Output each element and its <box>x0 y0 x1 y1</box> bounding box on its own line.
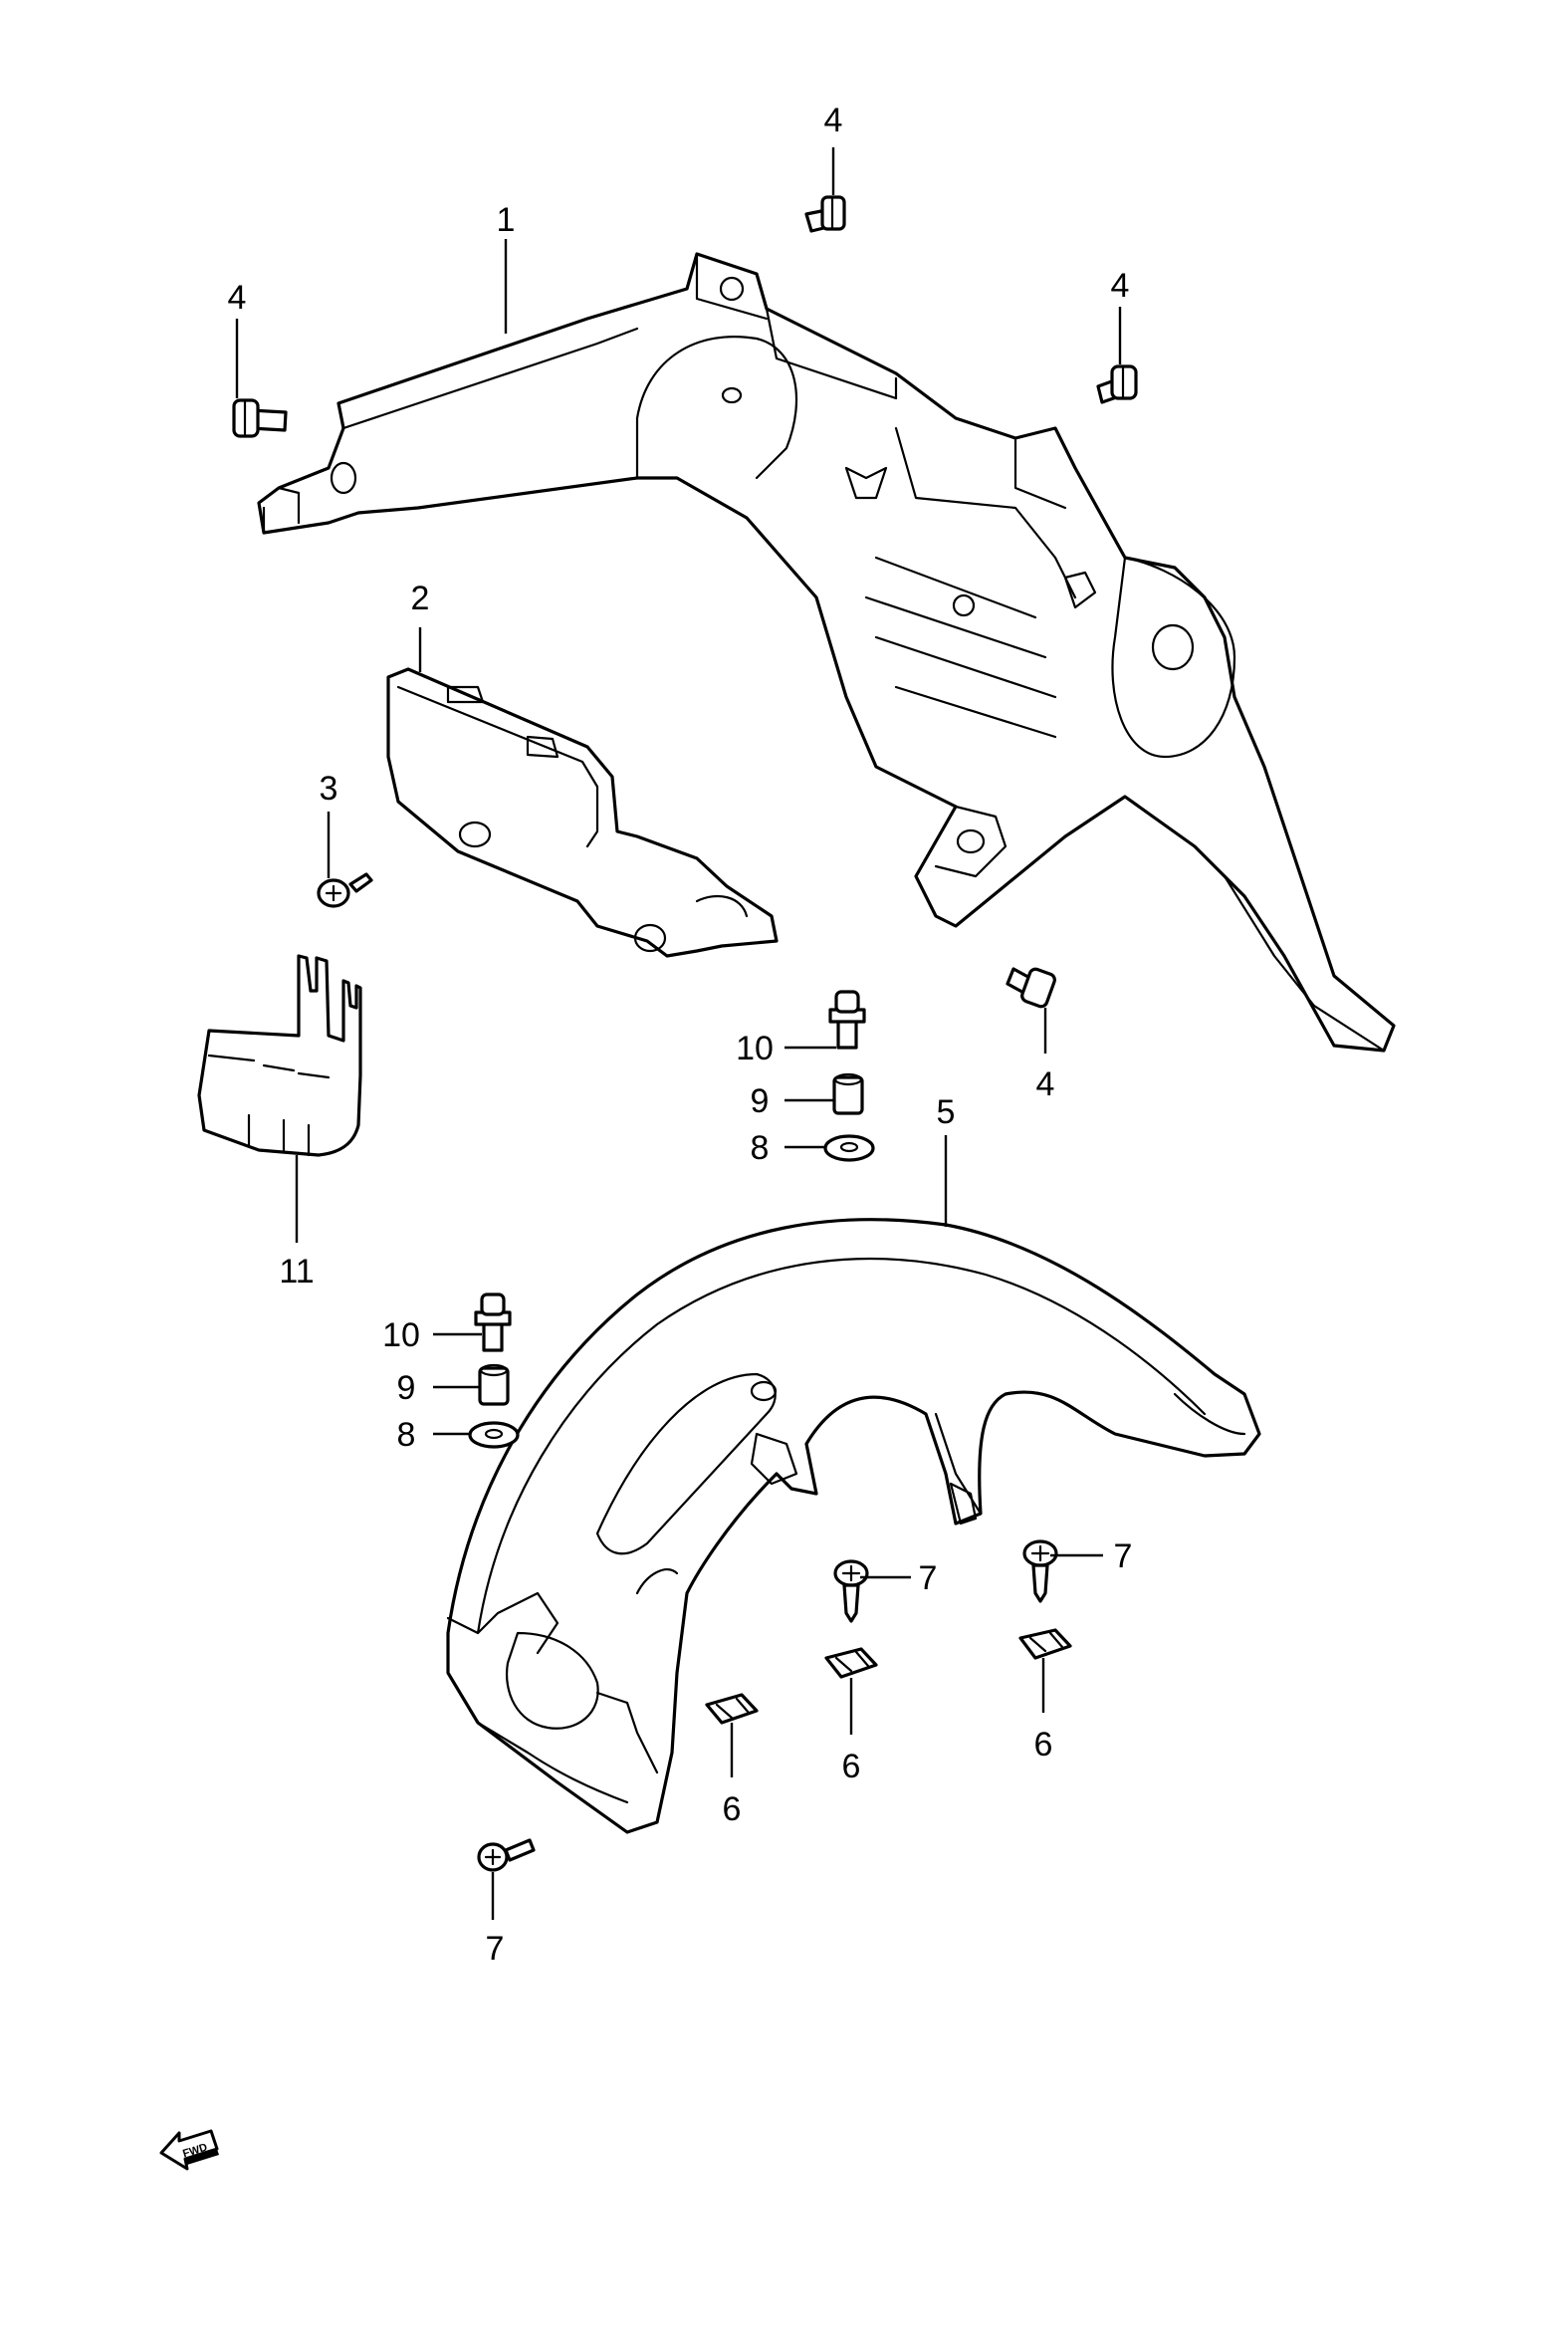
callout-9-upper: 9 <box>751 1082 770 1120</box>
part-8-washer-upper[interactable] <box>823 1134 875 1162</box>
callout-4-lower: 4 <box>1036 1065 1055 1103</box>
fwd-arrow-icon: FWD <box>159 2129 219 2171</box>
callout-4-top: 4 <box>824 102 843 139</box>
part-1-rear-bracket[interactable] <box>257 252 1396 1053</box>
callout-3: 3 <box>320 770 338 808</box>
part-10-bolt-upper[interactable] <box>828 990 866 1050</box>
part-11-mud-flap[interactable] <box>197 954 362 1157</box>
part-7-screw-bottom[interactable] <box>477 1838 536 1872</box>
part-9-collar-upper[interactable] <box>832 1072 864 1115</box>
callout-10-upper: 10 <box>736 1030 774 1067</box>
part-7-screw-right[interactable] <box>1022 1539 1058 1603</box>
callout-labels: 1 2 3 4 4 4 4 5 6 6 6 7 7 7 8 8 9 9 10 1… <box>228 102 1133 1968</box>
callout-6-left: 6 <box>723 1790 742 1828</box>
callout-4-right: 4 <box>1111 267 1130 305</box>
callout-1: 1 <box>497 201 516 239</box>
callout-7-mid: 7 <box>919 1559 938 1597</box>
callout-4-left: 4 <box>228 279 247 317</box>
callout-7-bottom: 7 <box>486 1930 505 1968</box>
part-4-bolt-right[interactable] <box>1096 364 1138 404</box>
part-7-screw-mid[interactable] <box>833 1559 869 1623</box>
part-3-screw[interactable] <box>317 872 373 908</box>
part-6-clip-nut-middle[interactable] <box>824 1647 878 1679</box>
callout-6-middle: 6 <box>842 1748 861 1785</box>
callout-8-upper: 8 <box>751 1129 770 1167</box>
callout-5: 5 <box>937 1093 956 1131</box>
part-4-bolt-left[interactable] <box>232 398 288 438</box>
callout-10-lower: 10 <box>382 1316 420 1354</box>
part-4-bolt-top[interactable] <box>804 195 846 233</box>
part-2-tray-cover[interactable] <box>386 667 779 958</box>
part-4-bolt-lower[interactable] <box>1006 967 1056 1009</box>
part-6-clip-nut-right[interactable] <box>1018 1628 1072 1660</box>
callout-8-lower: 8 <box>397 1416 416 1454</box>
part-8-washer-lower[interactable] <box>468 1421 520 1449</box>
part-9-collar-lower[interactable] <box>478 1363 510 1406</box>
part-6-clip-nut-left[interactable] <box>705 1693 759 1725</box>
leader-lines <box>235 147 1122 1920</box>
callout-9-lower: 9 <box>397 1369 416 1407</box>
callout-6-right: 6 <box>1034 1726 1053 1764</box>
callout-11: 11 <box>279 1253 314 1291</box>
callout-2: 2 <box>411 580 430 617</box>
callout-7-right: 7 <box>1114 1537 1133 1575</box>
part-10-bolt-lower[interactable] <box>474 1293 512 1352</box>
part-5-rear-fender[interactable] <box>446 1218 1261 1834</box>
